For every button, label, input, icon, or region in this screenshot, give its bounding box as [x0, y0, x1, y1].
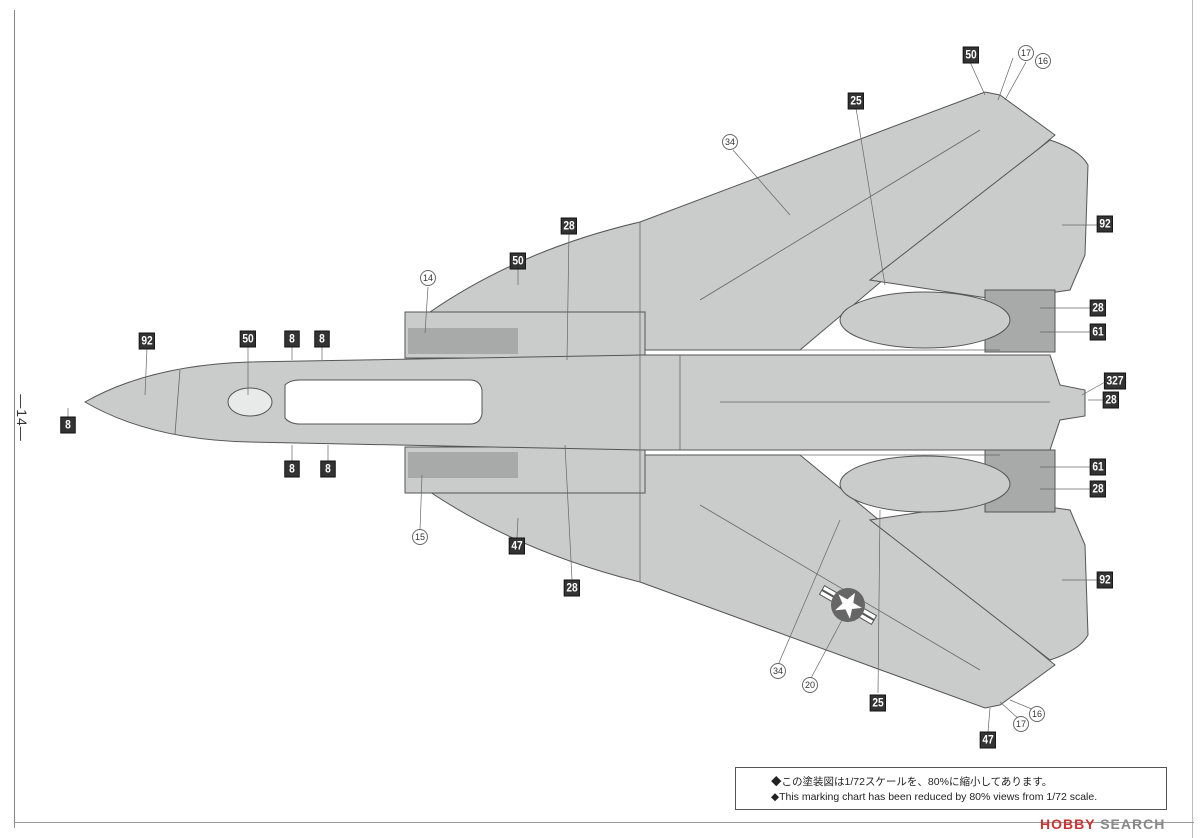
intake-shade-lower: [408, 452, 518, 478]
color-callout-47: 47: [508, 537, 526, 555]
upper-stabilizer: [868, 139, 1089, 301]
lower-stabilizer: [868, 499, 1089, 661]
color-callout-8: 8: [314, 330, 330, 348]
color-callout-28: 28: [560, 217, 578, 235]
decal-callout-17: 17: [1018, 45, 1034, 61]
windscreen: [227, 387, 273, 417]
color-callout-327: 327: [1103, 372, 1127, 390]
decal-callout-34: 34: [770, 663, 786, 679]
hobby-search-watermark: HOBBY SEARCH: [1040, 816, 1165, 832]
canopy: [284, 379, 483, 425]
color-callout-25: 25: [847, 92, 865, 110]
color-callout-47: 47: [979, 731, 997, 749]
color-callout-8: 8: [320, 460, 336, 478]
scale-note-english: ◆This marking chart has been reduced by …: [771, 791, 1098, 803]
watermark-hobby: HOBBY: [1040, 816, 1096, 832]
color-callout-28: 28: [1102, 391, 1120, 409]
decal-callout-16: 16: [1029, 706, 1045, 722]
fuselage: [83, 354, 1086, 451]
decal-callout-34: 34: [722, 134, 738, 150]
scale-note-box: ◆この塗装図は1/72スケールを、80%に縮小してあります。 ◆This mar…: [735, 767, 1167, 810]
color-callout-61: 61: [1089, 323, 1107, 341]
color-callout-8: 8: [60, 416, 76, 434]
color-callout-28: 28: [563, 579, 581, 597]
color-callout-92: 92: [1096, 571, 1114, 589]
color-callout-28: 28: [1089, 299, 1107, 317]
intake-shade-upper: [408, 328, 518, 354]
color-callout-92: 92: [138, 332, 156, 350]
color-callout-28: 28: [1089, 480, 1107, 498]
page-border-bottom: [14, 822, 1194, 823]
color-callout-50: 50: [239, 330, 257, 348]
lower-wing: [428, 454, 1056, 709]
color-callout-92: 92: [1096, 215, 1114, 233]
color-callout-61: 61: [1089, 458, 1107, 476]
decal-callout-15: 15: [412, 529, 428, 545]
color-callout-50: 50: [509, 252, 527, 270]
color-callout-8: 8: [284, 460, 300, 478]
watermark-search: SEARCH: [1095, 816, 1166, 832]
color-callout-25: 25: [869, 694, 887, 712]
decal-callout-16: 16: [1035, 53, 1051, 69]
decal-callout-14: 14: [420, 270, 436, 286]
color-callout-50: 50: [962, 46, 980, 64]
page-border-right: [1192, 0, 1193, 838]
color-callout-8: 8: [284, 330, 300, 348]
nacelle-lower: [839, 455, 1011, 513]
page-border-left: [14, 10, 15, 828]
scale-note-japanese: ◆この塗装図は1/72スケールを、80%に縮小してあります。: [771, 776, 1053, 788]
national-insignia: [818, 584, 878, 626]
decal-callout-17: 17: [1013, 716, 1029, 732]
nacelle-upper: [839, 291, 1011, 349]
decal-callout-20: 20: [802, 677, 818, 693]
